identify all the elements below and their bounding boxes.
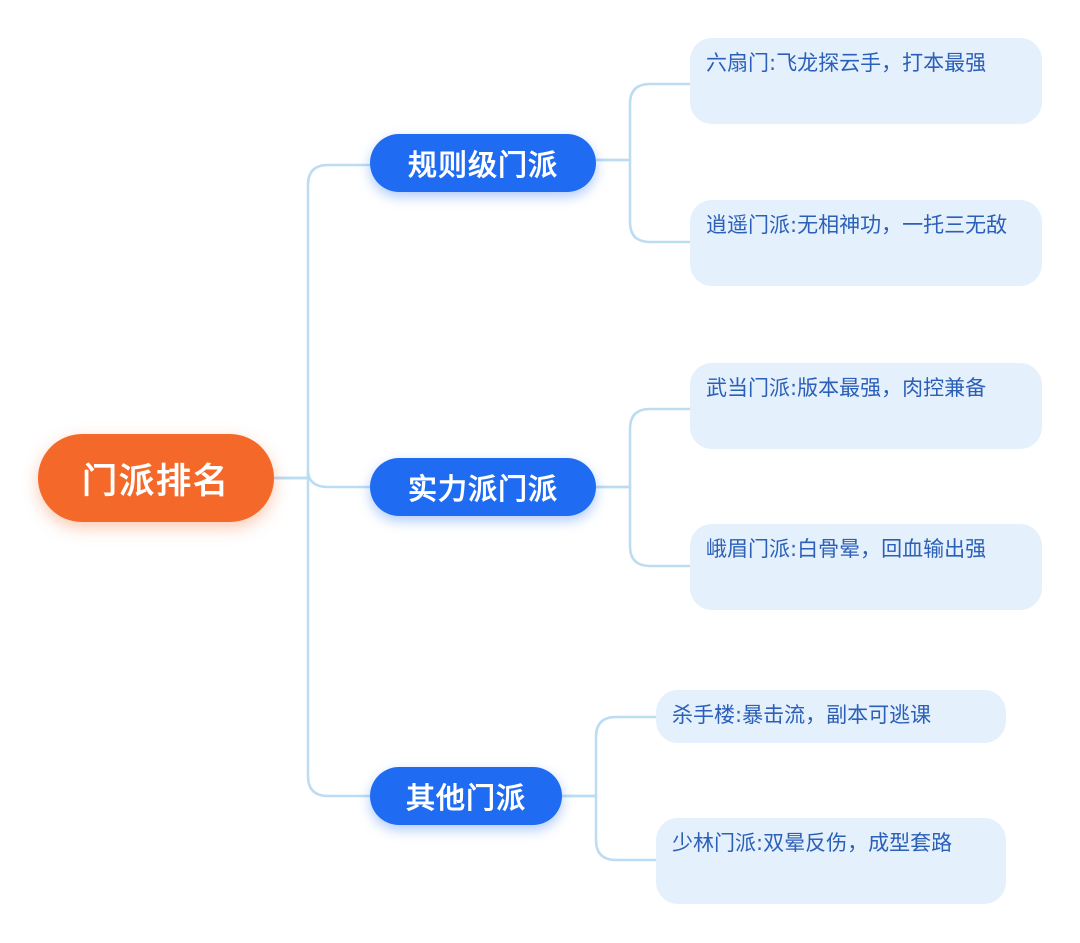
branch-node-rule-level[interactable]: 规则级门派 <box>370 134 596 192</box>
leaf-node-shaolin[interactable]: 少林门派:双晕反伤，成型套路 <box>656 818 1006 904</box>
leaf-node-emei[interactable]: 峨眉门派:白骨晕，回血输出强 <box>690 524 1042 610</box>
branch-node-other[interactable]: 其他门派 <box>370 767 562 825</box>
leaf-node-liushanmen[interactable]: 六扇门:飞龙探云手，打本最强 <box>690 38 1042 124</box>
connector-root-branch-1 <box>274 163 370 480</box>
root-node[interactable]: 门派排名 <box>38 434 274 522</box>
connector-branch-1-leaf-1 <box>596 82 690 162</box>
leaf-node-wudang[interactable]: 武当门派:版本最强，肉控兼备 <box>690 363 1042 449</box>
connector-branch-3-leaf-1 <box>562 715 656 798</box>
connector-root-branch-3 <box>274 476 370 798</box>
connector-root-branch-2 <box>274 469 370 489</box>
connector-branch-1-leaf-2 <box>596 158 690 244</box>
connector-branch-2-leaf-2 <box>596 485 690 568</box>
connector-branch-2-leaf-1 <box>596 407 690 489</box>
leaf-node-shashoulou[interactable]: 杀手楼:暴击流，副本可逃课 <box>656 690 1006 743</box>
branch-node-strength[interactable]: 实力派门派 <box>370 458 596 516</box>
connector-branch-3-leaf-2 <box>562 794 656 862</box>
leaf-node-xiaoyao[interactable]: 逍遥门派:无相神功，一托三无敌 <box>690 200 1042 286</box>
